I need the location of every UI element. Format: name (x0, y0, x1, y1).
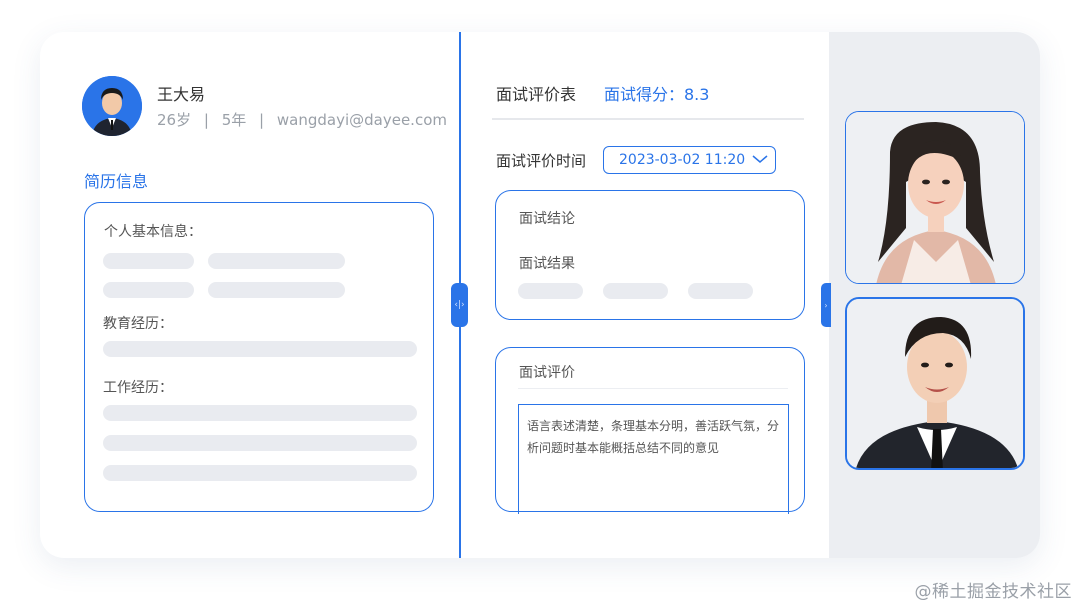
result-option[interactable] (518, 283, 583, 299)
result-option[interactable] (603, 283, 668, 299)
avatar (82, 76, 142, 136)
comment-textarea[interactable]: 语言表述清楚，条理基本分明，善活跃气氛，分析问题时基本能概括总结不同的意见 (518, 404, 789, 514)
work-label: 工作经历： (103, 380, 173, 396)
placeholder-bar (103, 341, 417, 357)
collapse-toggle-left[interactable]: ‹|› (451, 283, 468, 327)
candidate-experience: 5年 (221, 111, 247, 129)
chevron-down-icon (751, 152, 769, 166)
meta-separator: | (259, 111, 265, 129)
evaluation-time-select[interactable]: 2023-03-02 11:20 (603, 146, 776, 174)
candidate-age: 26岁 (157, 111, 192, 129)
result-label: 面试结果 (519, 256, 575, 272)
result-option[interactable] (688, 283, 753, 299)
placeholder-bar (103, 435, 417, 451)
watermark: @稀土掘金技术社区 (914, 582, 1072, 602)
collapse-toggle-right[interactable]: › (821, 283, 831, 327)
header-divider (492, 118, 804, 120)
candidate-email: wangdayi@dayee.com (276, 111, 447, 129)
chevron-right-icon: › (824, 300, 828, 310)
candidate-meta: 26岁 | 5年 | wangdayi@dayee.com (157, 109, 447, 130)
candidate-name: 王大易 (157, 85, 206, 104)
evaluation-time-label: 面试评价时间 (496, 152, 587, 170)
placeholder-bar (208, 253, 345, 269)
placeholder-bar (103, 253, 194, 269)
comment-divider (518, 388, 788, 389)
personal-info-label: 个人基本信息： (104, 224, 202, 240)
collapse-toggle-icon: ‹|› (454, 300, 465, 310)
placeholder-bar (103, 465, 417, 481)
video-feed-woman[interactable] (845, 111, 1025, 284)
evaluation-time-value: 2023-03-02 11:20 (619, 152, 746, 168)
placeholder-bar (103, 282, 194, 298)
comment-label: 面试评价 (519, 365, 575, 381)
video-feed-man[interactable] (845, 297, 1025, 470)
evaluation-form-title: 面试评价表 (496, 85, 577, 104)
education-label: 教育经历： (103, 316, 173, 332)
meta-separator: | (203, 111, 209, 129)
interview-score: 面试得分：8.3 (604, 85, 710, 104)
placeholder-bar (208, 282, 345, 298)
conclusion-label: 面试结论 (519, 211, 575, 227)
comment-box (495, 347, 805, 512)
placeholder-bar (103, 405, 417, 421)
resume-section-title[interactable]: 简历信息 (84, 172, 149, 191)
